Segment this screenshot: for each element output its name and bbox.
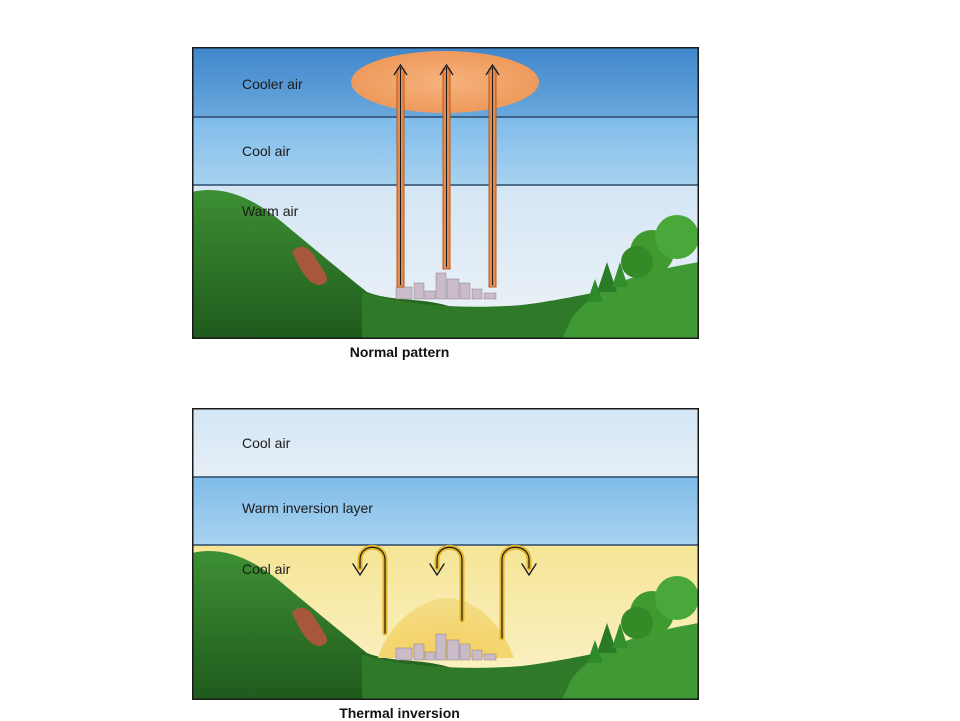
rising-air-arrows bbox=[393, 63, 500, 288]
thermal-inversion-diagram bbox=[192, 408, 699, 700]
normal-pattern-caption: Normal pattern bbox=[349, 344, 450, 360]
warm-inversion-layer-label: Warm inversion layer bbox=[242, 500, 373, 516]
upper-cool-air-layer bbox=[192, 408, 699, 477]
trapped-air-arrows bbox=[352, 544, 537, 641]
city-skyline bbox=[395, 633, 497, 661]
warm-inversion-layer bbox=[192, 477, 699, 545]
right-hill bbox=[562, 623, 699, 700]
cool-air-label: Cool air bbox=[242, 143, 291, 159]
tree-cluster bbox=[587, 576, 699, 663]
thermal-inversion-caption: Thermal inversion bbox=[339, 705, 460, 721]
right-hill bbox=[562, 262, 699, 339]
normal-pattern-panel: Cooler air Cool air Warm air bbox=[192, 47, 699, 339]
city-skyline bbox=[395, 272, 497, 300]
trapped-pollution-dome bbox=[378, 598, 514, 658]
upper-cool-air-label: Cool air bbox=[242, 435, 291, 451]
rock-outcrop bbox=[292, 607, 328, 646]
thermal-inversion-panel: Cool air Warm inversion layer Cool air bbox=[192, 408, 699, 700]
normal-pattern-diagram bbox=[192, 47, 699, 339]
warm-air-label: Warm air bbox=[242, 203, 299, 219]
rock-outcrop bbox=[292, 246, 328, 285]
lower-cool-air-label: Cool air bbox=[242, 561, 291, 577]
cooler-air-label: Cooler air bbox=[242, 76, 303, 92]
tree-cluster bbox=[587, 215, 699, 302]
